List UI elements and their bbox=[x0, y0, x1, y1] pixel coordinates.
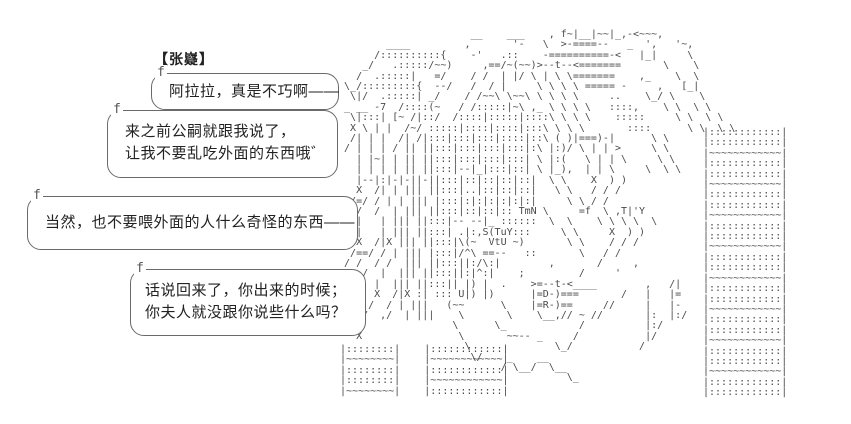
character-name-label: 【张嶷】 bbox=[154, 51, 214, 67]
ascii-art-pillar-right: |::::::::::::| |::::::::::::| |~~~~~~~~~… bbox=[703, 127, 788, 399]
ascii-art-pillar-bottom: |::::::::| |::::::::::::| |~~~~~~~~| |~~… bbox=[340, 344, 509, 397]
bubble-hook-mark: f bbox=[31, 188, 43, 203]
speech-bubble-2: f 来之前公嗣就跟我说了， 让我不要乱吃外面的东西哦゛ bbox=[107, 102, 338, 178]
bubble-hook-mark: f bbox=[155, 65, 167, 80]
speech-bubble-3: f 当然，也不要喂外面的人什么奇怪的东西—— bbox=[27, 188, 358, 250]
dialogue-line: 当然，也不要喂外面的人什么奇怪的东西—— bbox=[45, 214, 356, 231]
dialogue-line: 你夫人就没跟你说些什么吗？ bbox=[145, 304, 347, 321]
speech-bubble-1: f 阿拉拉，真是不巧啊—— bbox=[151, 65, 340, 110]
bubble-hook-mark: f bbox=[134, 261, 146, 276]
dialogue-line: 话说回来了，你出来的时候； bbox=[145, 282, 347, 299]
dialogue-line: 阿拉拉，真是不巧啊—— bbox=[169, 82, 340, 100]
speech-bubble-4: f 话说回来了，你出来的时候； 你夫人就没跟你说些什么吗？ bbox=[130, 261, 366, 336]
dialogue-line: 让我不要乱吃外面的东西哦゛ bbox=[125, 145, 327, 162]
bubble-hook-mark: f bbox=[111, 102, 123, 117]
dialogue-line: 来之前公嗣就跟我说了， bbox=[125, 123, 296, 140]
ascii-art-character: __ ___ , f~|__|~~|_,-<~~~, ____ , '- \ >… bbox=[344, 29, 736, 384]
